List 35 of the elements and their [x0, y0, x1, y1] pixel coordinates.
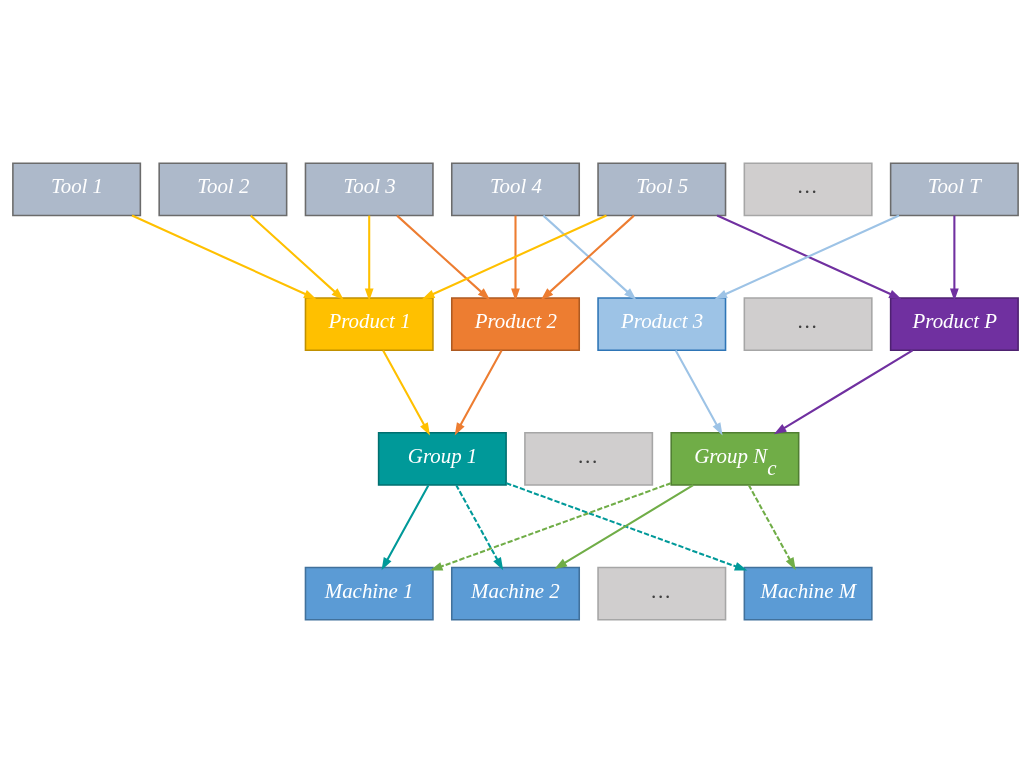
- node-box: …: [597, 566, 727, 621]
- arrow: [773, 349, 914, 435]
- node-box: Tool T: [889, 162, 1019, 217]
- node-box: Product P: [889, 297, 1019, 351]
- arrow: [554, 484, 694, 570]
- arrow: [949, 215, 959, 302]
- node-box: Machine 1: [304, 566, 434, 621]
- arrow: [506, 482, 748, 571]
- node-box: …: [743, 297, 873, 351]
- node-box: Tool 5: [597, 162, 727, 217]
- node-box: …: [524, 432, 654, 486]
- node-box: …: [743, 162, 873, 217]
- node-box: Group 1: [377, 432, 507, 486]
- node-box: Tool 3: [304, 162, 434, 217]
- node-box: Tool 1: [12, 162, 142, 217]
- arrow: [364, 215, 374, 302]
- node-box: Tool 2: [158, 162, 288, 217]
- arrow: [381, 484, 430, 571]
- arrow: [250, 214, 344, 300]
- arrow: [511, 215, 520, 302]
- arrow: [747, 484, 796, 571]
- arrow: [421, 214, 607, 300]
- node-box: Tool 4: [450, 162, 581, 217]
- node-box: Machine 2: [450, 566, 581, 621]
- node-box: Product 3: [597, 297, 727, 351]
- node-box: Machine M: [743, 566, 873, 621]
- arrow: [429, 482, 672, 571]
- node-box: Product 1: [304, 297, 434, 351]
- arrow: [674, 349, 723, 436]
- arrow: [131, 214, 317, 300]
- node-box: Product 2: [450, 297, 581, 351]
- arrow: [454, 349, 503, 436]
- arrow: [455, 484, 504, 571]
- arrow: [396, 214, 491, 300]
- arrow: [382, 349, 430, 436]
